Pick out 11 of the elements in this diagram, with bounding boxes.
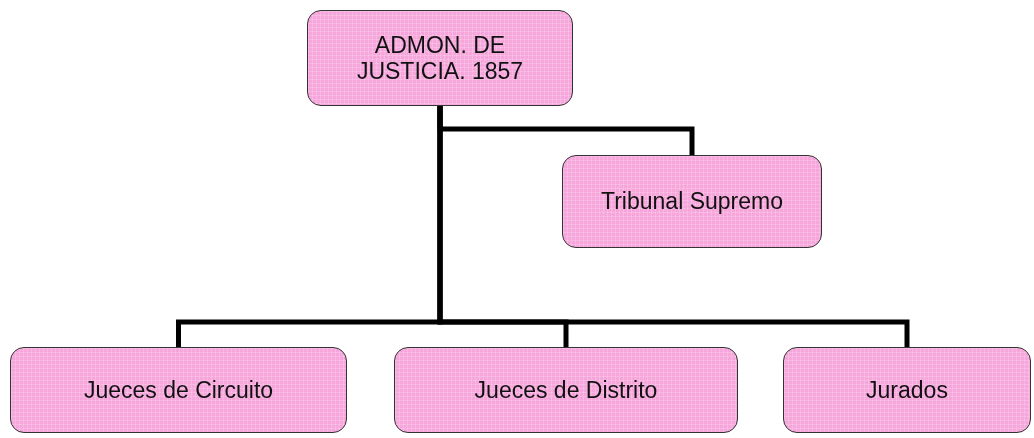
org-box — [783, 347, 1031, 433]
box-label: Tribunal Supremo — [601, 188, 783, 215]
org-box — [307, 10, 573, 106]
box-label: Jueces de Distrito — [474, 376, 658, 404]
org-box — [394, 347, 738, 433]
org-box — [562, 155, 822, 248]
org-box — [10, 347, 347, 433]
box-label: Jueces de Circuito — [83, 376, 274, 404]
box-label: Jurados — [866, 376, 948, 404]
box-label: ADMON. DE JUSTICIA. 1857 — [355, 31, 525, 85]
connector-line — [437, 106, 910, 347]
